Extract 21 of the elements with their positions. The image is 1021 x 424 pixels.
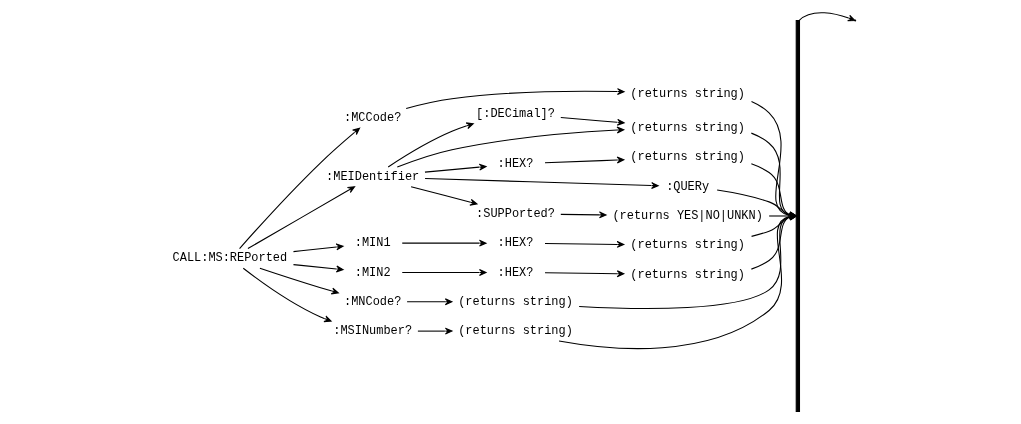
node-text: :MIN2	[354, 265, 391, 280]
node-text: :HEX?	[497, 236, 533, 251]
node-text: :SUPPorted?	[475, 206, 555, 221]
node-text: :HEX?	[497, 265, 533, 280]
node-text: (returns string)	[629, 150, 745, 165]
node-text: (returns string)	[629, 238, 745, 253]
node-text: :MEIDentifier	[325, 169, 419, 184]
node-text: CALL:MS:REPorted	[172, 251, 287, 266]
node-text: :MCCode?	[343, 111, 401, 126]
node-text: (returns string)	[457, 294, 573, 309]
node-text: :MSINumber?	[332, 324, 412, 339]
node-text: :MNCode?	[343, 294, 401, 309]
node-text: (returns string)	[629, 87, 745, 102]
node-text: (returns string)	[629, 267, 745, 282]
node-text: [:DECimal]?	[475, 106, 555, 121]
node-text: (returns YES|NO|UNKN)	[611, 209, 763, 224]
node-text: :QUERy	[665, 179, 709, 194]
node-text: :MIN1	[354, 236, 391, 251]
node-text: (returns string)	[457, 324, 573, 339]
node-text: :HEX?	[497, 156, 533, 171]
node-text: (returns string)	[629, 121, 745, 136]
